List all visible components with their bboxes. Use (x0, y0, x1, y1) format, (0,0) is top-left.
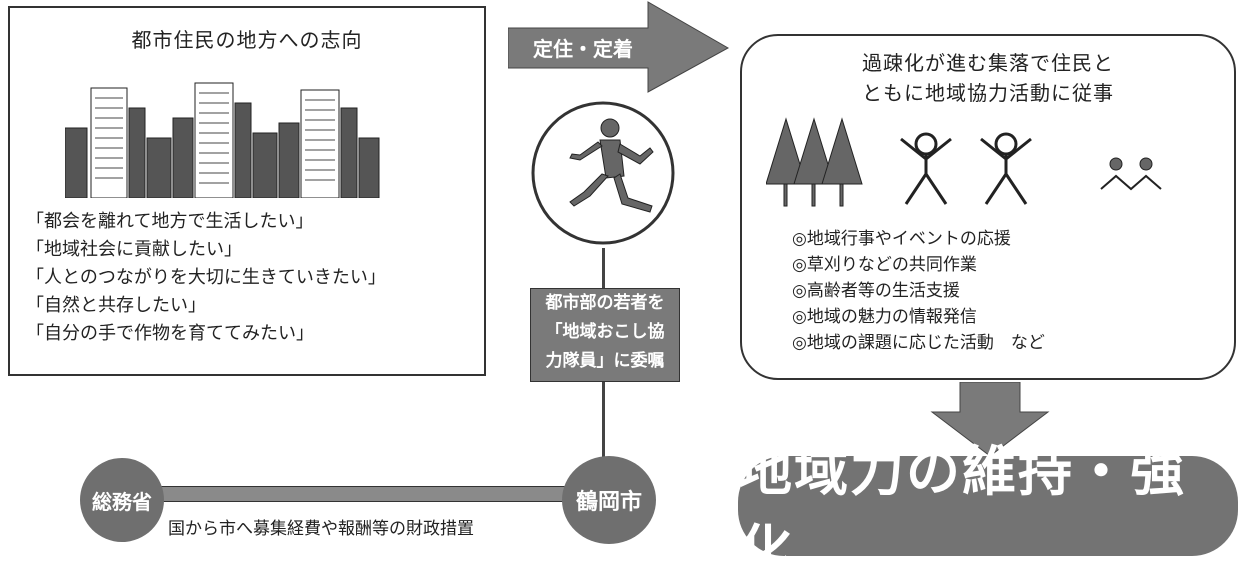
right-panel-title: 過疎化が進む集落で住民と ともに地域協力活動に従事 (742, 48, 1234, 108)
city-circle: 鶴岡市 (562, 456, 656, 544)
activity-item: ◎地域の魅力の情報発信 (792, 307, 977, 327)
left-panel: 都市住民の地方への志向 「都会を離れて地方で生活したい」 「地域社会に貢献したい… (8, 6, 486, 376)
activity-item: ◎地域の課題に応じた活動 など (792, 333, 1045, 353)
recruitment-line: 「地域おこし協 (545, 322, 665, 342)
recruitment-line: 力隊員」に委嘱 (545, 351, 665, 371)
quote-item: 「人とのつながりを大切に生きていきたい」 (26, 267, 386, 288)
recruitment-line: 都市部の若者を (545, 293, 665, 313)
quote-item: 「自分の手で作物を育ててみたい」 (26, 323, 314, 344)
city-label: 鶴岡市 (575, 490, 642, 515)
arrow-label: 定住・定着 (533, 37, 633, 61)
connector-line (602, 248, 605, 288)
recruitment-box: 都市部の若者を 「地域おこし協 力隊員」に委嘱 (530, 288, 680, 382)
funding-bar (140, 486, 580, 502)
left-panel-title: 都市住民の地方への志向 (131, 28, 363, 52)
quotes-list: 「都会を離れて地方で生活したい」 「地域社会に貢献したい」 「人とのつながりを大… (26, 208, 386, 348)
buildings-illustration (65, 82, 380, 198)
funding-caption: 国から市へ募集経費や報酬等の財政措置 (168, 519, 474, 539)
activity-item: ◎地域行事やイベントの応援 (792, 229, 1011, 249)
right-panel: 過疎化が進む集落で住民と ともに地域協力活動に従事 ◎地域行事やイベントの応援 … (740, 34, 1236, 380)
ministry-label: 総務省 (92, 489, 152, 514)
activity-item: ◎草刈りなどの共同作業 (792, 255, 977, 275)
quote-item: 「自然と共存したい」 (26, 295, 206, 316)
arrow-right-icon (508, 1, 730, 93)
arrow-down-icon (930, 382, 1050, 457)
quote-item: 「都会を離れて地方で生活したい」 (26, 211, 314, 232)
right-title-line: 過疎化が進む集落で住民と (862, 51, 1114, 75)
quote-item: 「地域社会に貢献したい」 (26, 239, 242, 260)
runner-circle-icon (531, 101, 675, 245)
activities-list: ◎地域行事やイベントの応援 ◎草刈りなどの共同作業 ◎高齢者等の生活支援 ◎地域… (792, 226, 1045, 356)
connector-line (602, 380, 605, 470)
result-banner: 地域力の維持・強化 (738, 440, 1238, 582)
activity-item: ◎高齢者等の生活支援 (792, 281, 960, 301)
ministry-circle: 総務省 (80, 458, 164, 542)
right-title-line: ともに地域協力活動に従事 (862, 81, 1114, 105)
result-label: 地域力の維持・強化 (738, 440, 1186, 582)
village-illustration (766, 117, 1162, 207)
